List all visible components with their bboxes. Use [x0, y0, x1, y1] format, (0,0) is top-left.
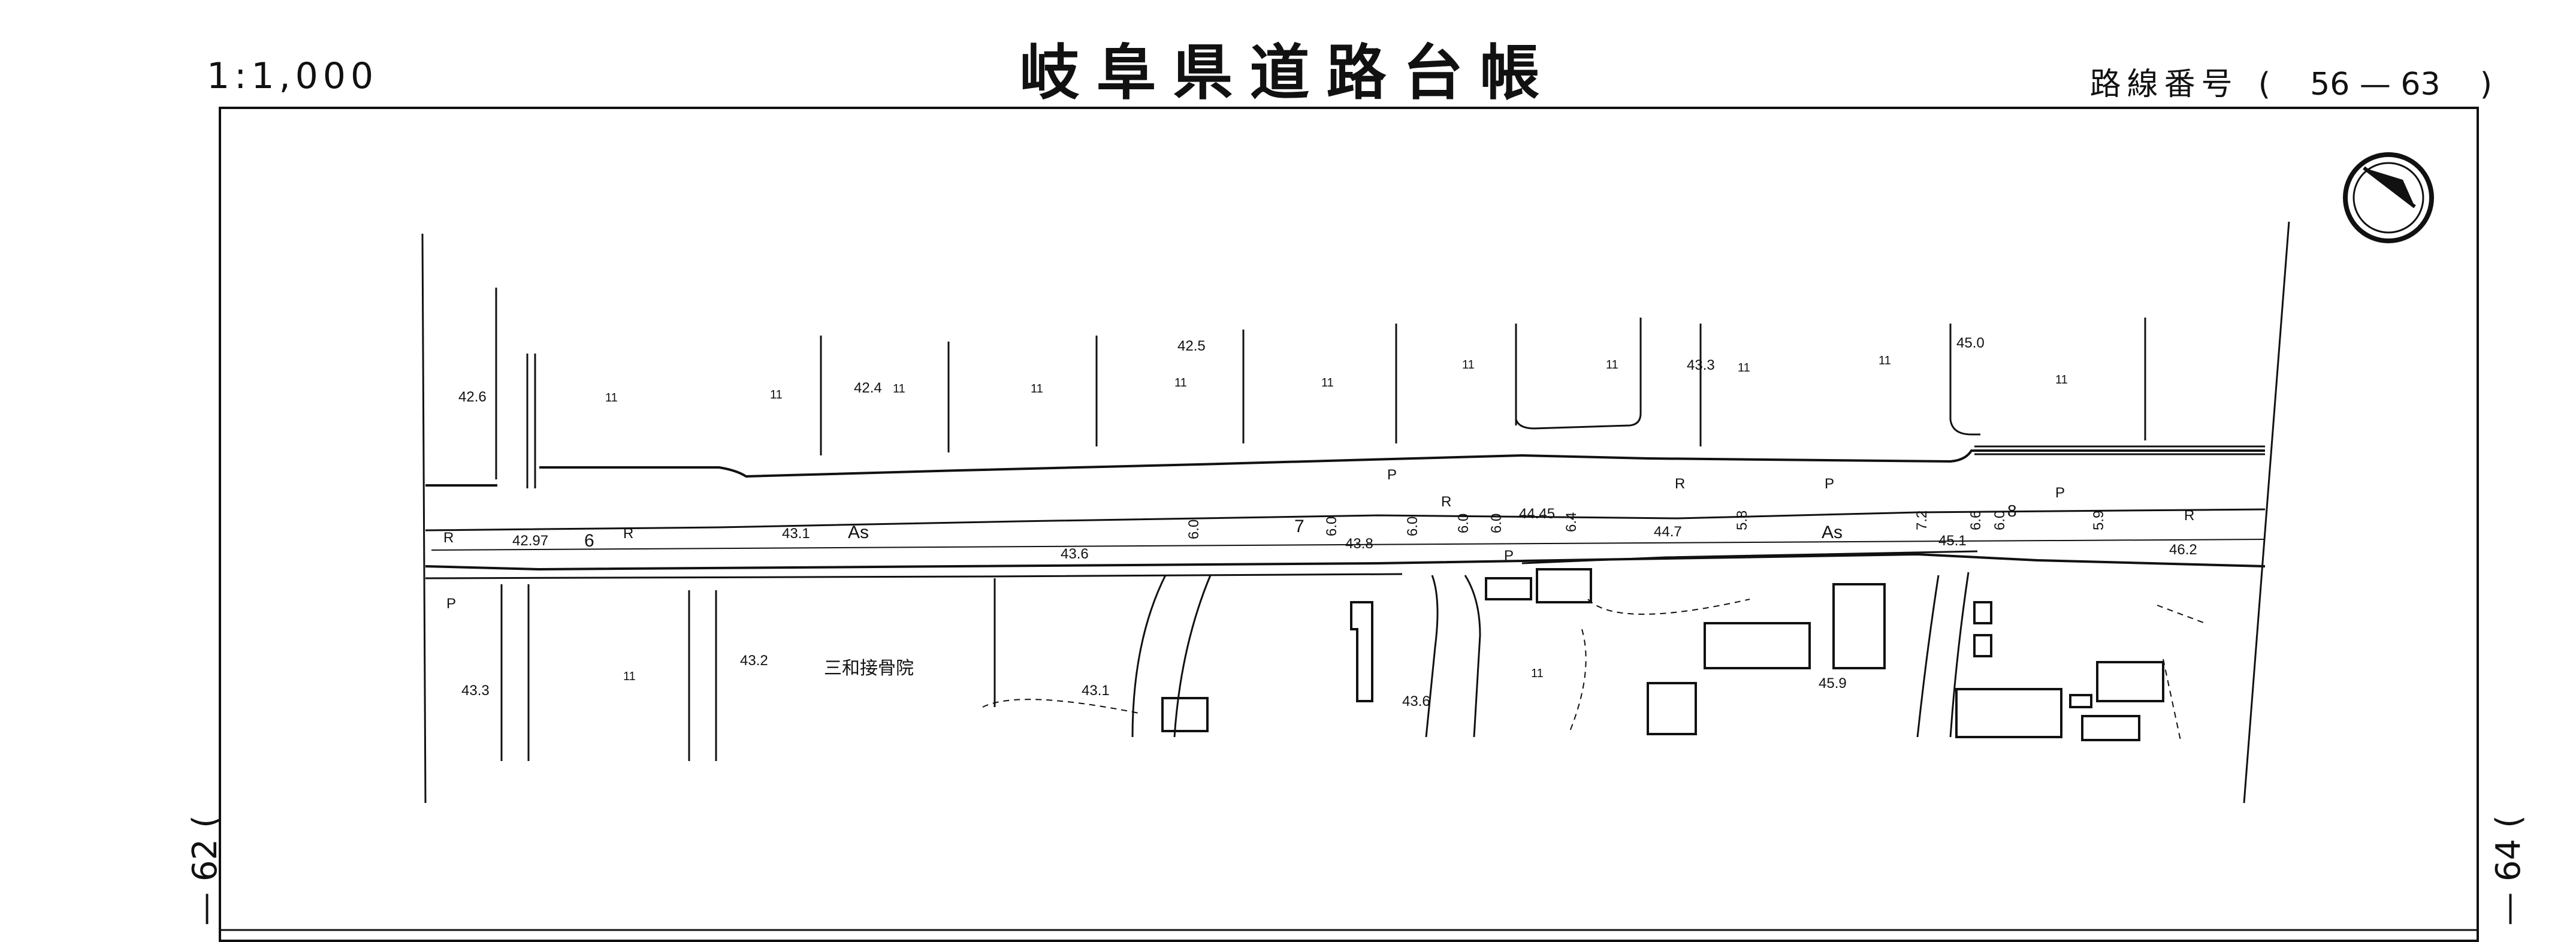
road-code-label: P	[1387, 467, 1397, 483]
elevation-label: 43.3	[1687, 357, 1715, 373]
survey-limit-left	[421, 233, 427, 804]
road-code-label: R	[623, 526, 633, 542]
land-use-mark: 11	[1879, 354, 1891, 367]
elevation-label: 43.6	[1402, 693, 1430, 709]
land-use-mark: 11	[605, 391, 618, 404]
road-code-label: As	[1822, 523, 1843, 542]
land-use-mark: 11	[1606, 358, 1618, 372]
land-use-mark: 11	[623, 670, 636, 683]
road-centerline	[431, 539, 2266, 551]
map-labels: 42.6 42.4 42.5 43.3 45.0 42.97 43.1 43.6…	[443, 335, 2197, 709]
elevation-label: 42.4	[854, 380, 882, 396]
width-label: 6.0	[1405, 517, 1421, 536]
road-code-label: P	[1504, 548, 1514, 564]
road-code-label: R	[1441, 494, 1451, 510]
road-code-label: P	[2055, 485, 2065, 501]
sheet-title: 岐阜県道路台帳	[1019, 37, 1557, 108]
land-use-mark: 11	[893, 382, 905, 395]
parcel-lines-north	[495, 288, 2146, 479]
fence-marks	[526, 354, 2265, 707]
road-code-label: As	[848, 523, 869, 542]
elevation-label: 43.1	[1082, 683, 1110, 699]
land-use-mark: 11	[1738, 361, 1750, 375]
width-label: 8	[2007, 502, 2017, 520]
elevation-label: 43.8	[1345, 536, 1373, 552]
width-label: 6.0	[1992, 511, 2008, 530]
land-use-mark: 11	[1174, 376, 1187, 390]
width-label: 6.0	[1488, 514, 1505, 533]
road-code-label: R	[1675, 476, 1685, 492]
land-use-mark: 11	[770, 388, 783, 401]
elevation-label: 46.2	[2169, 542, 2197, 558]
road-code-label: R	[2184, 508, 2194, 524]
width-label: 6.6	[1968, 511, 1984, 530]
elevation-label: 43.3	[461, 683, 490, 699]
route-open-paren: (	[2258, 67, 2271, 102]
width-label: 6.0	[1455, 514, 1472, 533]
elevation-label: 45.0	[1956, 335, 1985, 351]
place-name-label: 三和接骨院	[824, 659, 914, 678]
width-label: 6.0	[1324, 517, 1340, 536]
route-close-paren: )	[2480, 67, 2492, 102]
width-label: 6.0	[1186, 520, 1202, 539]
width-label: 7	[1294, 517, 1304, 536]
map-scale: 1:1,000	[207, 55, 379, 97]
map-frame	[219, 107, 2479, 942]
survey-limit-right	[2243, 221, 2290, 804]
elevation-label: 43.2	[740, 653, 768, 669]
route-number: 56 — 63	[2310, 67, 2441, 102]
width-label: 5.8	[1734, 511, 1750, 530]
elevation-label: 43.1	[782, 526, 810, 542]
elevation-label: 44.45	[1519, 506, 1555, 522]
elevation-label: 42.5	[1177, 338, 1206, 354]
elevation-label: 44.7	[1654, 524, 1682, 540]
road-code-label: P	[446, 596, 456, 612]
north-arrow-icon	[2343, 152, 2434, 243]
route-number-block: 路線番号 ( 56 — 63 )	[2090, 59, 2492, 104]
elevation-label: 42.97	[512, 533, 548, 549]
sheet-header: 1:1,000 岐阜県道路台帳 路線番号 ( 56 — 63 )	[0, 0, 2576, 111]
route-label: 路線番号	[2089, 67, 2239, 102]
side-roads	[500, 572, 1970, 761]
width-label: 6	[584, 531, 594, 551]
width-label: 5.9	[2091, 511, 2107, 530]
elevation-label: 45.9	[1819, 675, 1847, 692]
dashed-boundaries	[982, 599, 2206, 744]
elevation-label: 45.1	[1938, 533, 1967, 549]
buildings	[1161, 568, 2164, 741]
width-label: 7.2	[1914, 511, 1930, 530]
land-use-mark: 11	[2055, 373, 2068, 387]
land-use-mark: 11	[1031, 382, 1043, 395]
elevation-label: 43.6	[1061, 546, 1089, 562]
land-use-mark: 11	[1531, 667, 1544, 680]
elevation-label: 42.6	[458, 389, 487, 405]
width-label: 6.4	[1563, 512, 1580, 532]
road-edges	[425, 449, 2266, 579]
road-code-label: R	[443, 530, 454, 546]
land-use-mark: 11	[1321, 376, 1334, 390]
land-use-mark: 11	[1462, 358, 1475, 372]
road-code-label: P	[1825, 476, 1834, 492]
